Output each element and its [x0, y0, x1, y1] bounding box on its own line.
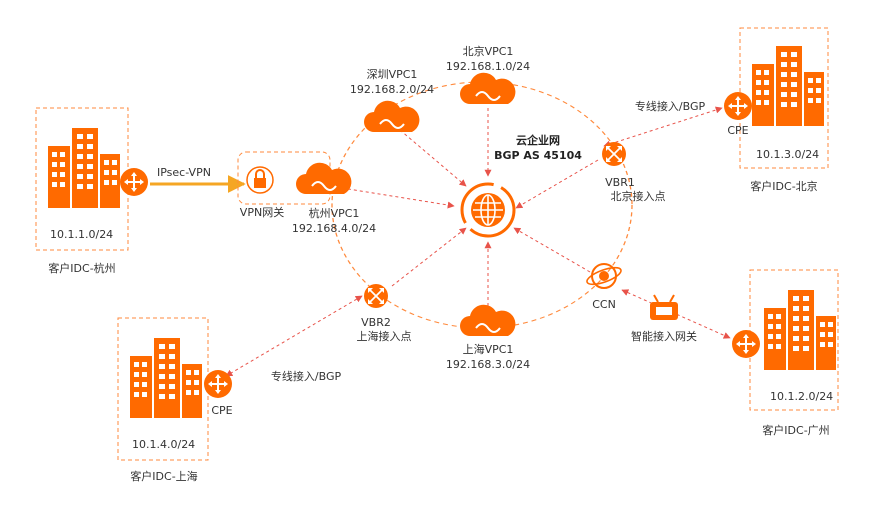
cpe-icon [203, 369, 233, 399]
globe-icon [460, 182, 516, 238]
idc-shanghai-cidr: 10.1.4.0/24 [132, 438, 196, 451]
cpe-icon [723, 91, 753, 121]
hub-arrows [341, 108, 599, 306]
link-shanghai-label: 专线接入/BGP [270, 370, 342, 383]
vpc-beijing-cidr: 192.168.1.0/24 [445, 60, 531, 73]
smart-gateway-label: 智能接入网关 [631, 330, 697, 343]
smart-gateway-icon [650, 294, 678, 320]
link-beijing-label: 专线接入/BGP [634, 100, 706, 113]
cpe-shanghai-label: CPE [211, 404, 233, 417]
idc-beijing-name: 客户IDC-北京 [750, 180, 818, 193]
ccn-icon [586, 263, 622, 289]
cloud-icon [459, 303, 517, 337]
lock-icon [246, 166, 274, 194]
vbr1-icon [601, 141, 627, 167]
vbr1-desc: 北京接入点 [610, 190, 666, 203]
idc-beijing-cidr: 10.1.3.0/24 [756, 148, 820, 161]
ipsec-label: IPsec-VPN [157, 166, 211, 179]
ccn-label: CCN [592, 298, 616, 311]
idc-guangzhou-name: 客户IDC-广州 [762, 424, 830, 437]
building-icon [752, 46, 824, 126]
cloud-icon [295, 161, 353, 195]
vpc-shenzhen-cidr: 192.168.2.0/24 [349, 83, 435, 96]
vpc-hangzhou-name: 杭州VPC1 [308, 207, 360, 220]
hub-asn: BGP AS 45104 [494, 149, 582, 162]
vbr1-name: VBR1 [605, 176, 635, 189]
vpn-gateway-label: VPN网关 [239, 206, 285, 219]
cloud-icon [363, 99, 421, 133]
idc-hangzhou-cidr: 10.1.1.0/24 [50, 228, 114, 241]
vpc-shenzhen-name: 深圳VPC1 [366, 68, 418, 81]
building-icon [130, 338, 202, 418]
building-icon [48, 128, 120, 208]
idc-shanghai-name: 客户IDC-上海 [130, 470, 198, 483]
vpc-shanghai-name: 上海VPC1 [462, 343, 514, 356]
vbr2-icon [363, 283, 389, 309]
vpc-shanghai-cidr: 192.168.3.0/24 [445, 358, 531, 371]
building-icon [764, 290, 836, 370]
external-links [225, 106, 731, 377]
vpc-hangzhou-cidr: 192.168.4.0/24 [291, 222, 377, 235]
cpe-beijing-label: CPE [727, 124, 749, 137]
vbr2-desc: 上海接入点 [356, 330, 412, 343]
idc-hangzhou-name: 客户IDC-杭州 [48, 262, 116, 275]
hub-title: 云企业网 [516, 134, 560, 147]
router-icon [731, 329, 761, 359]
vbr2-name: VBR2 [361, 316, 391, 329]
idc-guangzhou-cidr: 10.1.2.0/24 [770, 390, 834, 403]
cloud-icon [459, 71, 517, 105]
router-icon [119, 167, 149, 197]
vpc-beijing-name: 北京VPC1 [462, 45, 514, 58]
